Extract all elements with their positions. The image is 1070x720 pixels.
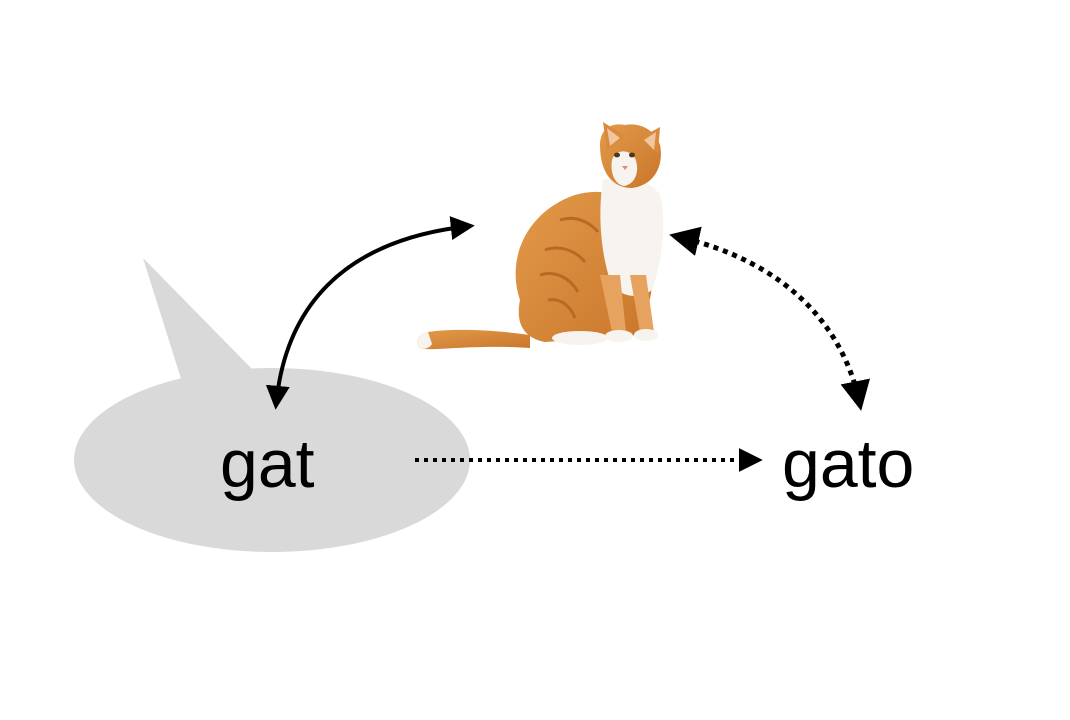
arrow-cat-to-gato <box>669 226 870 411</box>
source-word-label: gat <box>220 426 315 502</box>
cat-image <box>417 122 664 350</box>
arrow-gat-to-cat <box>265 216 475 410</box>
target-word-label: gato <box>782 426 915 502</box>
speech-bubble <box>74 258 470 552</box>
